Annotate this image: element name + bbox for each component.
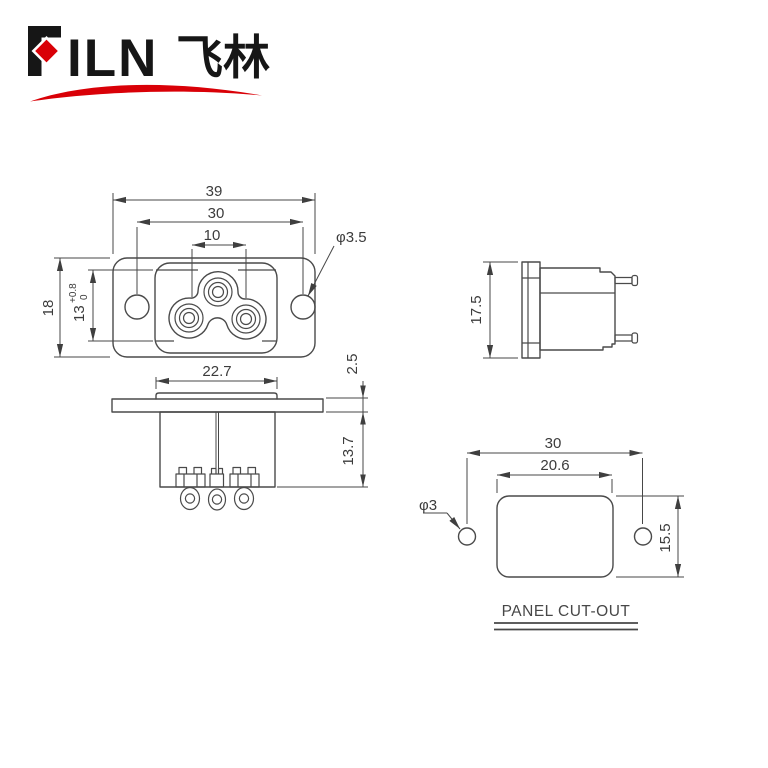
filn-diamond-icon <box>31 36 62 66</box>
terminal-center <box>207 467 227 511</box>
front-mount-hole-left <box>124 294 150 320</box>
bottom-view: 22.7 2.5 <box>111 354 368 511</box>
front-inlet-face <box>154 262 278 354</box>
cutout-rect <box>496 495 614 578</box>
panel-cutout-title: PANEL CUT-OUT <box>502 603 631 620</box>
bottom-boss <box>155 392 278 400</box>
front-view: 39 30 10 φ3.5 18 13 +0.8 0 <box>40 183 367 358</box>
dim-boss-width: 22.7 <box>202 363 231 380</box>
side-view: 17.5 <box>468 261 639 359</box>
front-cloverleaf-outline <box>168 271 267 340</box>
bottom-body <box>159 411 276 488</box>
front-recess-steps <box>156 269 276 342</box>
dim-cutout-height: 15.5 <box>657 523 674 552</box>
brand-text-cjk: 飞林 <box>176 31 270 84</box>
side-pin-bottom <box>614 332 639 344</box>
brand-logo: ILN 飞林 <box>28 26 270 102</box>
terminal-left <box>175 466 206 511</box>
filn-f-glyph <box>28 26 61 76</box>
cutout-hole-right <box>633 527 653 546</box>
dim-mount-hole-dia: φ3.5 <box>336 229 367 246</box>
dim-pin-pitch: 10 <box>204 227 221 244</box>
side-body <box>539 267 616 351</box>
panel-cutout-view: 30 20.6 15.5 φ3 PANEL CUT-OUT <box>419 435 684 631</box>
front-pin-top <box>203 277 233 307</box>
front-pin-left <box>174 303 204 333</box>
dim-body-depth: 13.7 <box>340 436 357 465</box>
front-mount-hole-right <box>290 294 316 320</box>
logo-swoosh-icon <box>30 84 262 102</box>
dim-recess-height: 13 <box>71 305 88 322</box>
panel-cutout-underline <box>494 622 638 631</box>
front-outer-body <box>112 257 316 358</box>
cutout-hole-left <box>457 527 477 546</box>
terminal-right <box>229 466 260 511</box>
front-pin-right <box>231 304 261 334</box>
brand-text-latin: ILN <box>67 29 158 88</box>
bottom-flange <box>111 398 324 413</box>
dim-overall-height: 18 <box>40 300 57 317</box>
dim-recess-tol-upper: +0.8 <box>68 283 79 303</box>
dim-hole-span: 30 <box>208 205 225 222</box>
bottom-center-pin <box>215 412 219 473</box>
dim-side-height: 17.5 <box>468 295 485 324</box>
side-pin-top <box>614 274 639 287</box>
dim-recess-tol-lower: 0 <box>79 294 90 300</box>
dim-cutout-width: 20.6 <box>540 457 569 474</box>
dim-overall-width: 39 <box>206 183 223 200</box>
dim-cutout-hole-span: 30 <box>545 435 562 452</box>
dim-flange-thickness: 2.5 <box>344 354 361 375</box>
dim-cutout-hole-dia: φ3 <box>419 497 437 514</box>
dim-recess-height-group: 13 +0.8 0 <box>68 283 90 322</box>
